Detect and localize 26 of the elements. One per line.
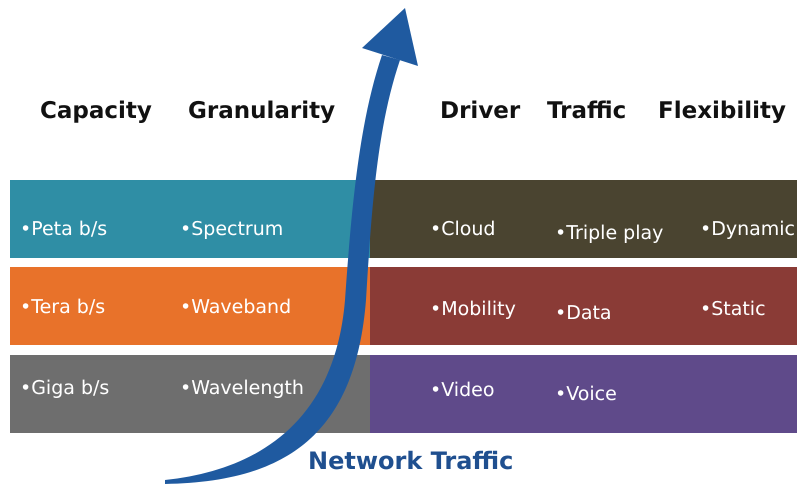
- category-band: [10, 355, 370, 433]
- category-band: [370, 180, 797, 258]
- band-text: •Tera b/s: [20, 296, 106, 318]
- band-text: •Giga b/s: [20, 377, 110, 399]
- band-text: •Voice: [555, 383, 617, 405]
- arrow-caption: Network Traffic: [308, 447, 514, 475]
- band-text: •Data: [555, 302, 612, 324]
- column-heading: Granularity: [188, 98, 336, 124]
- band-text: •Static: [700, 298, 766, 320]
- band-text: •Triple play: [555, 222, 664, 244]
- category-band: [370, 267, 797, 345]
- band-text: •Wavelength: [180, 377, 304, 399]
- band-text: •Cloud: [430, 218, 496, 240]
- category-band: [10, 267, 370, 345]
- band-text: •Mobility: [430, 298, 516, 320]
- category-band: [10, 180, 370, 258]
- band-text: •Video: [430, 379, 494, 401]
- category-band: [370, 355, 797, 433]
- column-heading: Flexibility: [658, 98, 786, 124]
- column-heading: Capacity: [40, 98, 152, 124]
- band-text: •Dynamic: [700, 218, 795, 240]
- column-heading: Driver: [440, 98, 520, 124]
- band-text: •Peta b/s: [20, 218, 108, 240]
- column-heading: Traffic: [547, 98, 626, 124]
- band-text: •Spectrum: [180, 218, 284, 240]
- band-text: •Waveband: [180, 296, 292, 318]
